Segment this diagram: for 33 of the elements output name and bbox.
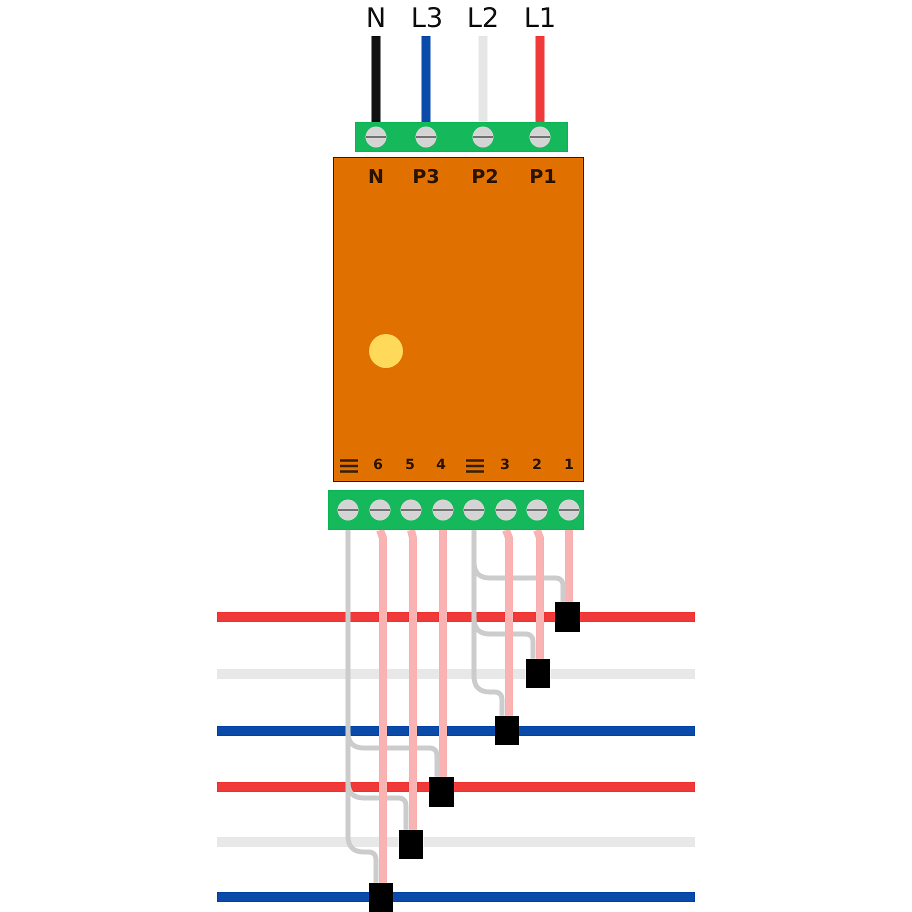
signal-wire — [565, 530, 573, 602]
terminal-label: 4 — [435, 456, 447, 474]
signal-wire — [502, 528, 513, 716]
signal-wire — [407, 529, 417, 830]
supply-wire — [478, 36, 488, 122]
current-transformer — [555, 602, 580, 632]
terminal-label: 1 — [563, 456, 575, 474]
signal-wire — [439, 530, 447, 777]
current-transformer — [399, 830, 423, 859]
supply-wire — [372, 36, 380, 122]
terminal-label: P2 — [470, 165, 500, 189]
current-transformer — [495, 716, 519, 745]
terminal-block — [328, 490, 584, 530]
current-transformer — [526, 659, 550, 688]
terminal-label: 5 — [404, 456, 416, 474]
meter-body — [333, 157, 584, 482]
terminal-label: P3 — [411, 165, 441, 189]
terminal-block — [355, 122, 568, 152]
terminal-label: 2 — [531, 456, 543, 474]
supply-wire — [422, 36, 430, 122]
current-transformer — [369, 883, 393, 912]
signal-wire — [533, 528, 544, 659]
terminal-label: 3 — [499, 456, 511, 474]
phase-label: L2 — [462, 2, 504, 36]
supply-wire — [536, 36, 544, 122]
terminal-label: N — [367, 165, 385, 189]
terminal-label: P1 — [528, 165, 558, 189]
phase-label: L3 — [406, 2, 448, 36]
terminal-label: 6 — [372, 456, 384, 474]
phase-label: N — [358, 2, 394, 36]
phase-label: L1 — [519, 2, 561, 36]
current-transformer — [429, 777, 454, 807]
signal-wire — [376, 528, 387, 883]
